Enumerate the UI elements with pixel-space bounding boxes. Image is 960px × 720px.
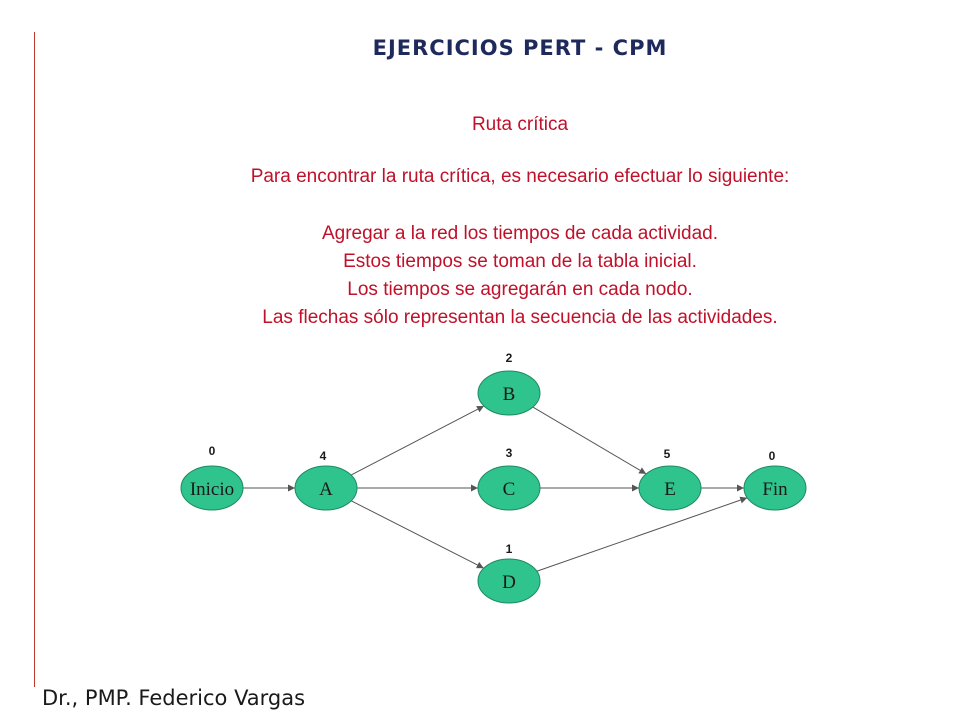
step-1: Agregar a la red los tiempos de cada act… [321,223,719,244]
node-b-label: B [503,384,516,405]
footer-author: Dr., PMP. Federico Vargas [42,686,306,710]
node-c-label: C [503,479,516,500]
node-d: D1 [477,542,541,604]
node-a-label: A [319,479,333,500]
node-a-shape [294,465,358,511]
node-fin-duration: 0 [769,449,776,463]
node-c: C3 [477,446,541,511]
node-inicio-duration: 0 [209,444,216,458]
arrow-a-to-d [350,500,485,569]
node-c-shape [477,465,541,511]
node-a-duration: 4 [320,449,327,463]
node-e-label: E [664,479,676,500]
intro-text: Para encontrar la ruta crítica, es neces… [250,166,790,187]
node-d-shape [477,558,541,604]
node-fin-shape [743,465,807,511]
node-e: E5 [638,447,702,511]
edges-layer [243,405,748,572]
node-a: A4 [294,449,358,511]
node-b-shape [477,370,541,416]
node-e-duration: 5 [664,447,671,461]
section-title: Ruta crítica [471,114,569,135]
arrow-a-to-b [350,405,485,476]
step-4: Las flechas sólo representan la secuenci… [262,307,778,328]
left-rule [34,32,35,687]
arrow-d-to-fin [536,496,748,572]
node-inicio-shape [180,465,244,511]
node-b-duration: 2 [506,351,513,365]
node-inicio-label: Inicio [190,479,234,500]
node-e-shape [638,465,702,511]
node-fin: Fin 0 [743,449,807,511]
step-3: Los tiempos se agregarán en cada nodo. [347,279,693,300]
node-c-duration: 3 [506,446,513,460]
steps-list: Agregar a la red los tiempos de cada act… [0,220,960,332]
slide-title: EJERCICIOS PERT - CPM [372,36,668,60]
node-d-label: D [502,572,516,593]
node-b: B2 [477,351,541,416]
step-2: Estos tiempos se toman de la tabla inici… [343,251,697,272]
node-d-duration: 1 [506,542,513,556]
node-inicio: Inicio 0 [180,444,244,511]
arrow-b-to-e [532,406,647,475]
node-fin-label: Fin [762,479,788,500]
